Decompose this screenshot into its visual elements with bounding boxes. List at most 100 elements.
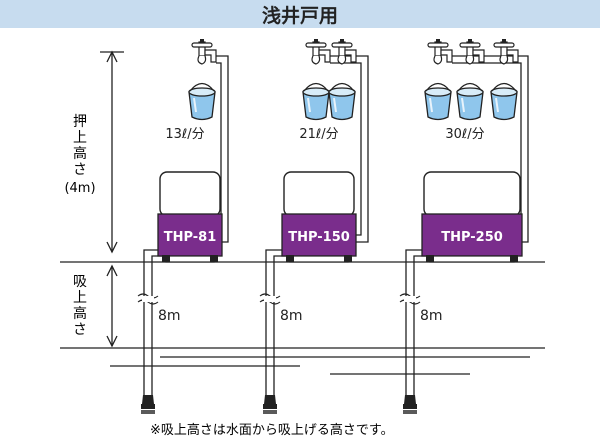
pump-tank [283,171,355,217]
bucket-body [490,91,518,121]
bucket-handle [189,82,215,92]
faucet-pipe [506,49,519,63]
faucet-icon [459,39,485,65]
flow-rate-label: 30ℓ/分 [445,127,484,142]
pump-model-label: THP-250 [441,230,503,245]
faucet-knob [502,39,506,43]
faucet-pipe [344,49,357,63]
faucet-knob [340,39,344,43]
push-height-char-2: 上 [73,130,87,146]
push-height-value: (4m) [64,181,95,196]
bucket-rim [424,87,452,97]
bucket-rim [328,87,356,97]
faucet-pipe [318,49,331,63]
pump-foot-left [286,255,294,262]
bucket-highlight [429,97,433,113]
bucket-highlight [193,97,197,113]
suction-height-char-3: 高 [73,305,87,322]
bucket-handle [457,82,483,92]
bucket-icon [456,82,484,121]
faucet-icon [191,39,217,65]
suction-depth-label: 8m [280,308,303,324]
pump-unit-thp-150: 8m 21ℓ/分 THP-150 [259,39,369,414]
faucet-pipe [204,49,217,63]
bucket-handle [303,82,329,92]
push-height-label: 押 上 高 さ (4m) [64,114,95,196]
faucet-pipe [472,49,485,63]
suction-depth-label: 8m [158,308,181,324]
bucket-icon [490,82,518,121]
bucket-rim [456,87,484,97]
foot-valve-icon [264,395,276,404]
pump-tank [423,171,521,217]
delivery-pipe [330,55,369,243]
faucet-handle [191,42,213,48]
bucket-body [456,91,484,121]
footnote: ※吸上高さは水面から吸上げる高さです。 [150,422,394,438]
pump-foot-left [162,255,170,262]
foot-valve-icon [404,395,416,404]
pump-model-label: THP-81 [164,230,217,245]
bucket-icon [424,82,452,121]
pump-body [157,213,223,257]
bucket-body [328,91,356,121]
bucket-body [188,91,216,121]
suction-height-char-4: さ [73,322,87,338]
bucket-highlight [333,97,337,113]
suction-height-char-1: 吸 [73,274,87,290]
diagram-title: 浅井戸用 [262,4,338,27]
faucet-knob [468,39,472,43]
pump-unit-thp-81: 8m 13ℓ/分 THP-81 [137,39,229,414]
faucet-knob [200,39,204,43]
foot-valve-base [263,404,277,409]
faucet-nozzle [311,55,321,65]
bucket-body [302,91,330,121]
bucket-highlight [307,97,311,113]
foot-valve-base [141,404,155,409]
foot-valve-icon [142,395,154,404]
faucet-icon [427,39,453,65]
pump-foot-right [510,255,518,262]
pipe-break-gap [142,296,154,302]
bucket-handle [491,82,517,92]
faucet-knob [436,39,440,43]
suction-depth-label: 8m [420,308,443,324]
flow-rate-label: 21ℓ/分 [299,127,338,142]
pump-foot-right [344,255,352,262]
pump-unit-thp-250: 8m 30ℓ/分 THP-250 [399,39,529,414]
bucket-highlight [495,97,499,113]
bucket-handle [425,82,451,92]
faucet-icon [305,39,331,65]
push-height-char-4: さ [73,162,87,178]
pump-foot-left [426,255,434,262]
flow-rate-label: 13ℓ/分 [165,127,204,142]
bucket-rim [302,87,330,97]
faucet-nozzle [337,55,347,65]
faucet-icon [493,39,519,65]
faucet-handle [459,42,481,48]
push-height-char-1: 押 [73,114,87,130]
foot-valve-base [403,404,417,409]
pump-model-label: THP-150 [288,230,350,245]
faucet-handle [305,42,327,48]
pump-foot-right [210,255,218,262]
push-height-char-3: 高 [73,145,87,162]
suction-height-char-2: 上 [73,290,87,306]
pipe-break-gap [404,296,416,302]
faucet-icon [331,39,357,65]
faucet-nozzle [197,55,207,65]
bucket-body [424,91,452,121]
faucet-handle [493,42,515,48]
bucket-icon [328,82,356,121]
pump-units: 8m 13ℓ/分 THP-81 8m 21ℓ/分 THP-150 8m 30ℓ/分 THP-25… [137,39,529,414]
suction-height-label: 吸 上 高 さ [73,274,87,338]
faucet-handle [331,42,353,48]
bucket-icon [302,82,330,121]
bucket-icon [188,82,216,121]
bucket-rim [188,87,216,97]
bucket-handle [329,82,355,92]
bucket-rim [490,87,518,97]
faucet-knob [314,39,318,43]
